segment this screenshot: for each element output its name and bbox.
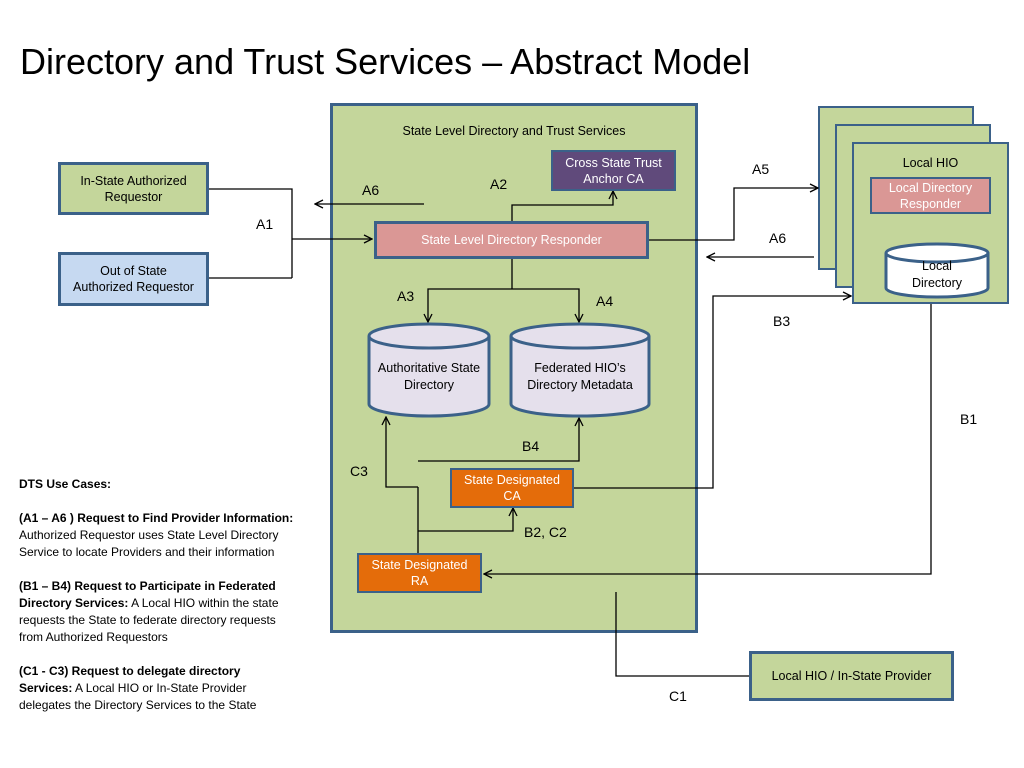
- label-b2c2: B2, C2: [524, 524, 567, 540]
- edge-in-state-to-merge: [209, 188, 293, 278]
- label-a4: A4: [596, 293, 614, 309]
- state-directory-responder-box: State Level Directory Responder: [374, 221, 649, 259]
- federated-metadata-cylinder: [509, 322, 651, 418]
- note-c-title: (C1 - C3) Request to delegate directory …: [19, 664, 241, 695]
- note-b-text: A Local HIO within the state requests th…: [19, 596, 279, 644]
- edge-a5: [648, 188, 818, 241]
- local-hio-label: Local HIO: [902, 156, 959, 170]
- label-a2: A2: [490, 176, 508, 192]
- edge-b2c2: [418, 508, 513, 532]
- note-b-title: (B1 – B4) Request to Participate in Fede…: [19, 579, 276, 610]
- edge-c3: [386, 417, 418, 488]
- local-provider-box: Local HIO / In-State Provider: [749, 651, 954, 701]
- edge-a3: [428, 288, 512, 322]
- federated-metadata-label: Federated HIO’s Directory Metadata: [527, 361, 633, 392]
- label-a6-left: A6: [362, 182, 380, 198]
- local-directory-responder-box: Local Directory Responder: [870, 177, 991, 214]
- note-c-text: A Local HIO or In-State Provider delegat…: [19, 681, 257, 712]
- label-b3: B3: [773, 313, 791, 329]
- edge-b3: [574, 296, 851, 489]
- local-directory-cylinder: [884, 242, 990, 299]
- state-designated-ca-box: State Designated CA: [450, 468, 574, 508]
- note-b: (B1 – B4) Request to Participate in Fede…: [19, 578, 294, 646]
- in-state-requestor-box: In-State Authorized Requestor: [58, 162, 209, 215]
- state-designated-ra-box: State Designated RA: [357, 553, 482, 593]
- label-a1: A1: [256, 216, 274, 232]
- local-directory-label: Local Directory: [911, 259, 962, 290]
- cross-state-ca-box: Cross State Trust Anchor CA: [551, 150, 676, 191]
- label-a3: A3: [397, 288, 415, 304]
- edge-b4: [418, 418, 579, 462]
- use-case-notes: DTS Use Cases: (A1 – A6 ) Request to Fin…: [19, 476, 294, 731]
- edge-a2: [511, 191, 613, 221]
- note-a-title: (A1 – A6 ) Request to Find Provider Info…: [19, 511, 294, 525]
- notes-heading: DTS Use Cases:: [19, 477, 112, 491]
- edge-c1: [615, 592, 749, 677]
- authoritative-directory-label: Authoritative State Directory: [377, 361, 481, 392]
- page-title: Directory and Trust Services – Abstract …: [20, 41, 751, 82]
- label-c1: C1: [669, 688, 687, 704]
- authoritative-directory-cylinder: [367, 322, 491, 418]
- label-a6-right: A6: [769, 230, 787, 246]
- note-c: (C1 - C3) Request to delegate directory …: [19, 663, 294, 714]
- edge-a4: [512, 288, 579, 322]
- label-b1: B1: [960, 411, 978, 427]
- label-b4: B4: [522, 438, 540, 454]
- state-services-label: State Level Directory and Trust Services: [402, 124, 626, 138]
- note-a: (A1 – A6 ) Request to Find Provider Info…: [19, 510, 294, 561]
- label-a5: A5: [752, 161, 770, 177]
- note-a-text: Authorized Requestor uses State Level Di…: [19, 528, 279, 559]
- edge-b1: [484, 304, 932, 574]
- label-c3: C3: [350, 463, 368, 479]
- out-state-requestor-box: Out of State Authorized Requestor: [58, 252, 209, 306]
